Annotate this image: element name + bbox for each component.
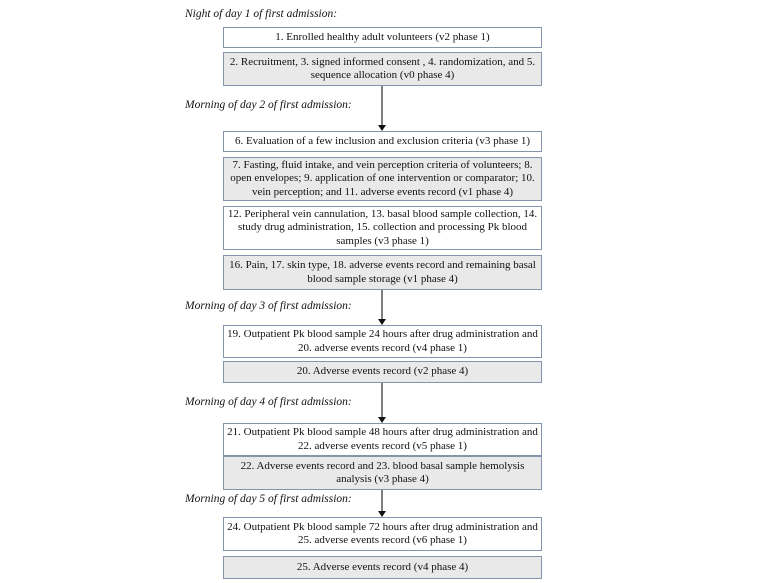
arrow-head-icon xyxy=(378,319,386,325)
arrow-head-icon xyxy=(378,511,386,517)
flow-box-enrolled-volunteers: 1. Enrolled healthy adult volunteers (v2… xyxy=(223,27,542,48)
arrow-line xyxy=(381,383,383,417)
flow-box-hemolysis-analysis: 22. Adverse events record and 23. blood … xyxy=(223,456,542,490)
flow-box-adverse-events-v2p4: 20. Adverse events record (v2 phase 4) xyxy=(223,361,542,383)
flow-arrow-2 xyxy=(377,290,387,325)
flow-box-cannulation-pk-samples: 12. Peripheral vein cannulation, 13. bas… xyxy=(223,206,542,250)
flow-arrow-1 xyxy=(377,86,387,131)
flow-box-fasting-intervention: 7. Fasting, fluid intake, and vein perce… xyxy=(223,157,542,201)
section-heading-morning-day5: Morning of day 5 of first admission: xyxy=(185,493,352,505)
flow-box-pk-72h: 24. Outpatient Pk blood sample 72 hours … xyxy=(223,517,542,551)
flow-arrow-4 xyxy=(377,490,387,517)
flow-box-inclusion-exclusion: 6. Evaluation of a few inclusion and exc… xyxy=(223,131,542,152)
arrow-head-icon xyxy=(378,125,386,131)
flow-box-pain-skin-storage: 16. Pain, 17. skin type, 18. adverse eve… xyxy=(223,255,542,290)
flow-arrow-3 xyxy=(377,383,387,423)
arrow-line xyxy=(381,86,383,125)
section-heading-morning-day2: Morning of day 2 of first admission: xyxy=(185,99,352,111)
arrow-line xyxy=(381,490,383,511)
flow-box-recruitment-randomization: 2. Recruitment, 3. signed informed conse… xyxy=(223,52,542,86)
arrow-line xyxy=(381,290,383,319)
flow-box-adverse-events-v4p4: 25. Adverse events record (v4 phase 4) xyxy=(223,556,542,579)
section-heading-morning-day4: Morning of day 4 of first admission: xyxy=(185,396,352,408)
flow-box-pk-24h: 19. Outpatient Pk blood sample 24 hours … xyxy=(223,325,542,358)
section-heading-night-day1: Night of day 1 of first admission: xyxy=(185,8,338,20)
flow-box-pk-48h: 21. Outpatient Pk blood sample 48 hours … xyxy=(223,423,542,456)
section-heading-morning-day3: Morning of day 3 of first admission: xyxy=(185,300,352,312)
arrow-head-icon xyxy=(378,417,386,423)
